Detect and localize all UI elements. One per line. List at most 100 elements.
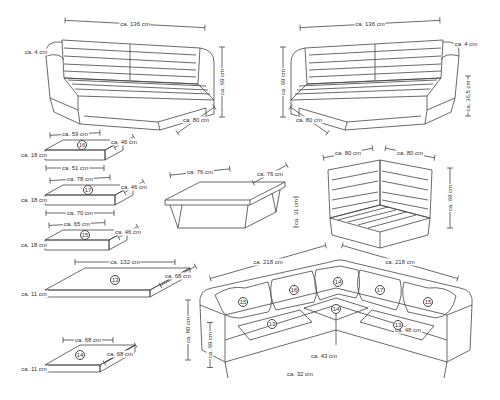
cushion-outline bbox=[45, 365, 100, 372]
dimension-tick bbox=[293, 227, 299, 228]
dimension-label: ca. 4 cm bbox=[24, 49, 49, 56]
dimension-line bbox=[291, 107, 328, 133]
dimension-label: ca. 11 cm bbox=[20, 291, 48, 298]
dimension-line bbox=[385, 148, 434, 158]
dimension-tick bbox=[117, 235, 120, 240]
dimension-tick bbox=[289, 105, 292, 110]
dimension-tick bbox=[169, 172, 171, 178]
dimension-line bbox=[342, 245, 457, 278]
callout-number: 16 bbox=[289, 285, 299, 295]
dimension-tick bbox=[323, 155, 324, 161]
dimension-tick bbox=[176, 130, 179, 135]
dimension-tick bbox=[219, 117, 225, 118]
dimension-tick bbox=[252, 180, 255, 185]
dimension-tick bbox=[48, 222, 49, 228]
dimension-tick bbox=[64, 17, 65, 23]
dimension-tick bbox=[439, 17, 440, 23]
dimension-tick bbox=[104, 165, 105, 171]
callout-number: 14 bbox=[333, 277, 343, 287]
dimension-tick bbox=[99, 130, 100, 136]
dimension-label: ca. 18 cm bbox=[20, 152, 48, 159]
dimension-tick bbox=[185, 360, 191, 361]
dimension-tick bbox=[123, 190, 126, 195]
dimension-tick bbox=[175, 259, 176, 265]
callout-number: 15 bbox=[80, 230, 90, 240]
dimension-tick bbox=[280, 47, 286, 48]
dimension-tick bbox=[113, 337, 114, 343]
dimension-tick bbox=[447, 228, 453, 229]
dimension-label: ca. 68 cm bbox=[106, 351, 134, 358]
dimension-tick bbox=[219, 47, 225, 48]
dimension-tick bbox=[63, 337, 64, 343]
dimension-label: ca. 136 cm bbox=[354, 21, 385, 28]
dimension-label: ca. 70 cm bbox=[66, 210, 94, 217]
dimension-tick bbox=[341, 243, 343, 249]
dimension-tick bbox=[159, 283, 162, 288]
dimension-line bbox=[170, 169, 230, 175]
dimension-label: ca. 36,5 cm bbox=[465, 79, 472, 112]
callout-number: 15 bbox=[238, 297, 248, 307]
cushion-outline bbox=[45, 150, 105, 160]
dimension-tick bbox=[385, 145, 386, 151]
dimension-label: ca. 43 cm bbox=[310, 353, 338, 360]
callout-number: 15 bbox=[423, 297, 433, 307]
dimension-tick bbox=[46, 210, 47, 216]
dimension-label: ca. 32 cm bbox=[286, 371, 314, 378]
cushion-outline bbox=[45, 195, 115, 205]
dimension-tick bbox=[299, 25, 300, 31]
dimension-tick bbox=[229, 166, 231, 172]
dimension-tick bbox=[457, 276, 459, 282]
dimension-tick bbox=[114, 210, 115, 216]
dimension-label: ca. 51 cm bbox=[61, 165, 89, 172]
dimension-label: ca. 136 cm bbox=[119, 21, 150, 28]
cushion-outline bbox=[45, 345, 135, 365]
dimension-tick bbox=[75, 259, 76, 265]
dimension-tick bbox=[103, 360, 106, 365]
callout-number: 13 bbox=[110, 275, 120, 285]
dimension-tick bbox=[46, 165, 47, 171]
dimension-label: ca. 69 cm bbox=[447, 184, 454, 212]
dimension-label: ca. 69 cm bbox=[207, 331, 214, 359]
dimension-line bbox=[253, 165, 287, 183]
dimension-tick bbox=[280, 117, 286, 118]
dimension-line bbox=[104, 345, 135, 363]
callout-number: 14 bbox=[75, 350, 85, 360]
dimension-line bbox=[178, 107, 215, 133]
dimension-tick bbox=[104, 220, 105, 226]
dimension-label: ca. 80 cm bbox=[182, 117, 210, 124]
dimension-label: ca. 18 cm bbox=[20, 197, 48, 204]
dimension-label: ca. 46 cm bbox=[114, 229, 142, 236]
dimension-tick bbox=[185, 300, 191, 301]
dimension-tick bbox=[49, 178, 50, 184]
dimension-tick bbox=[213, 105, 216, 110]
dimension-tick bbox=[372, 145, 373, 151]
cushion-outline bbox=[45, 290, 150, 297]
callout-number: 13 bbox=[393, 320, 403, 330]
dimension-line bbox=[65, 20, 205, 27]
callout-number: 16 bbox=[77, 140, 87, 150]
dimension-tick bbox=[194, 264, 197, 269]
dimension-label: ca. 76 cm bbox=[186, 169, 214, 176]
dimension-label: ca. 59 cm bbox=[61, 131, 89, 138]
dimension-tick bbox=[113, 145, 116, 150]
dimension-label: ca. 46 cm bbox=[120, 184, 148, 191]
dimension-line bbox=[300, 20, 440, 27]
dimension-label: ca. 80 cm bbox=[295, 117, 323, 124]
dimension-line bbox=[210, 245, 325, 278]
dimension-label: ca. 76 cm bbox=[256, 171, 284, 178]
dimension-tick bbox=[209, 276, 211, 282]
dimension-label: ca. 31 cm bbox=[293, 198, 300, 226]
dimension-label: ca. 80 cm bbox=[396, 150, 424, 157]
dimension-tick bbox=[109, 174, 110, 180]
dimension-label: ca. 46 cm bbox=[110, 139, 138, 146]
dimension-tick bbox=[447, 168, 453, 169]
dimension-tick bbox=[325, 243, 327, 249]
dimension-label: ca. 69 cm bbox=[219, 68, 226, 96]
dimension-tick bbox=[207, 322, 213, 323]
dimension-label: ca. 18 cm bbox=[20, 242, 48, 249]
dimension-tick bbox=[465, 116, 471, 117]
dimension-tick bbox=[207, 367, 213, 368]
dimension-label: ca. 69 cm bbox=[280, 68, 287, 96]
dimension-label: ca. 80 cm bbox=[334, 150, 362, 157]
